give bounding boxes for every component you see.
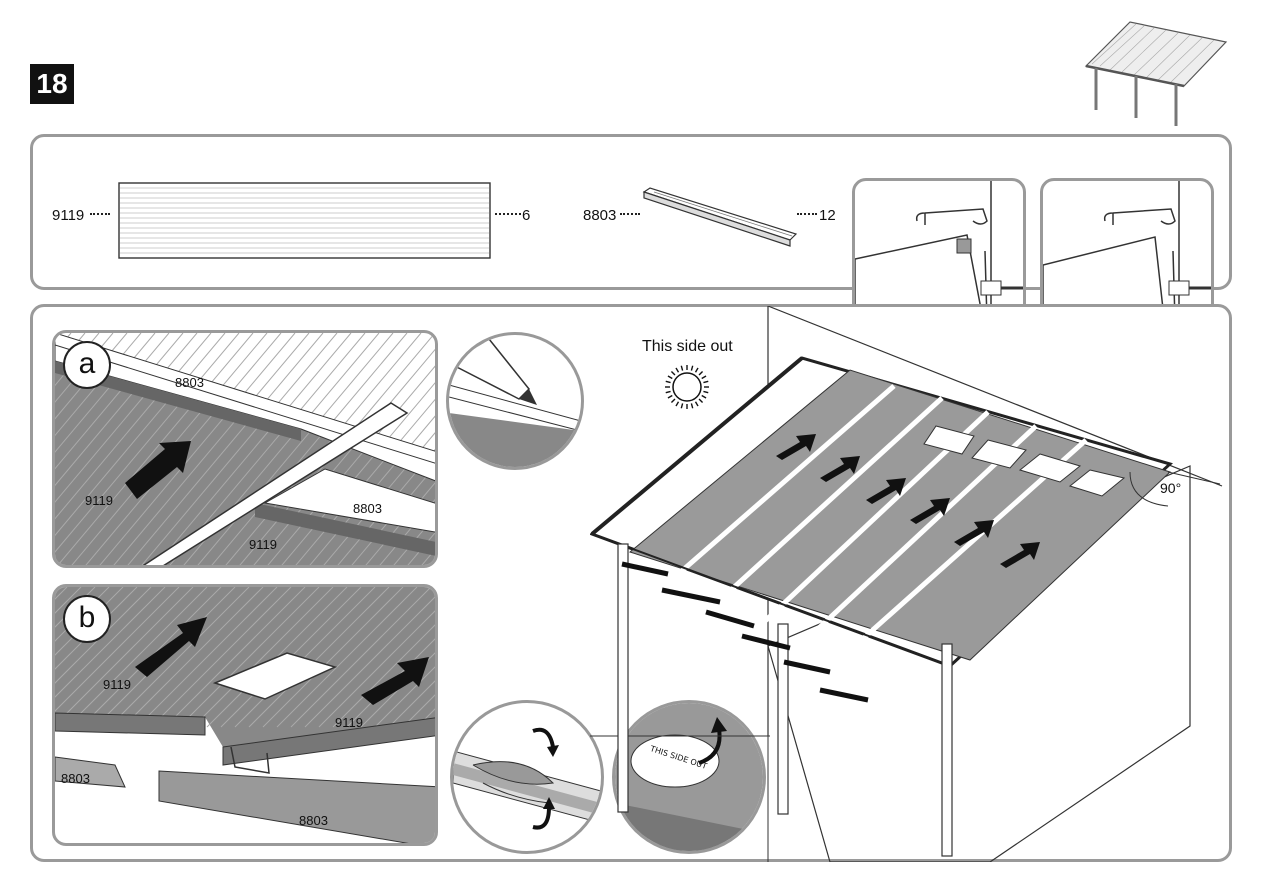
detail-b-label-8803-left: 8803 <box>61 771 90 786</box>
detail-a-letter: a <box>63 341 111 389</box>
detail-b-label-9119-left: 9119 <box>103 677 131 692</box>
part-code-9119: 9119 <box>52 207 85 224</box>
direction-arrow <box>910 498 950 524</box>
direction-arrow <box>776 434 816 460</box>
sealant-callout <box>446 332 584 470</box>
detail-a-label-9119-bottom: 9119 <box>249 537 277 552</box>
part-qty-9119: 6 <box>522 207 531 224</box>
direction-arrow <box>1000 542 1040 568</box>
part-code-8803: 8803 <box>583 207 617 224</box>
step-number-badge: 18 <box>30 64 74 104</box>
pergola-thumbnail <box>1084 21 1228 126</box>
profile-strip-part <box>642 187 798 247</box>
protective-film-callout <box>450 700 604 854</box>
pergola-main-drawing <box>590 306 1223 862</box>
this-side-out-label: This side out <box>642 338 733 355</box>
detail-a-label-8803-top: 8803 <box>175 375 204 390</box>
polycarbonate-sheet-part <box>118 182 491 259</box>
detail-b-callout: b 9119 9119 8803 8803 <box>52 584 438 846</box>
part-qty-8803: 12 <box>819 207 836 224</box>
detail-b-letter: b <box>63 595 111 643</box>
detail-a-label-9119-left: 9119 <box>85 493 113 508</box>
sticker-callout: THIS SIDE OUT <box>612 700 766 854</box>
detail-a-callout: a 8803 9119 8803 9119 <box>52 330 438 568</box>
direction-arrow <box>866 478 906 504</box>
sun-icon <box>665 365 709 409</box>
direction-arrow <box>954 520 994 546</box>
detail-a-label-8803-right: 8803 <box>353 501 382 516</box>
detail-b-label-9119-right: 9119 <box>335 715 363 730</box>
detail-b-label-8803-bottom: 8803 <box>299 813 328 828</box>
angle-label: 90° <box>1160 480 1182 496</box>
direction-arrow <box>820 456 860 482</box>
